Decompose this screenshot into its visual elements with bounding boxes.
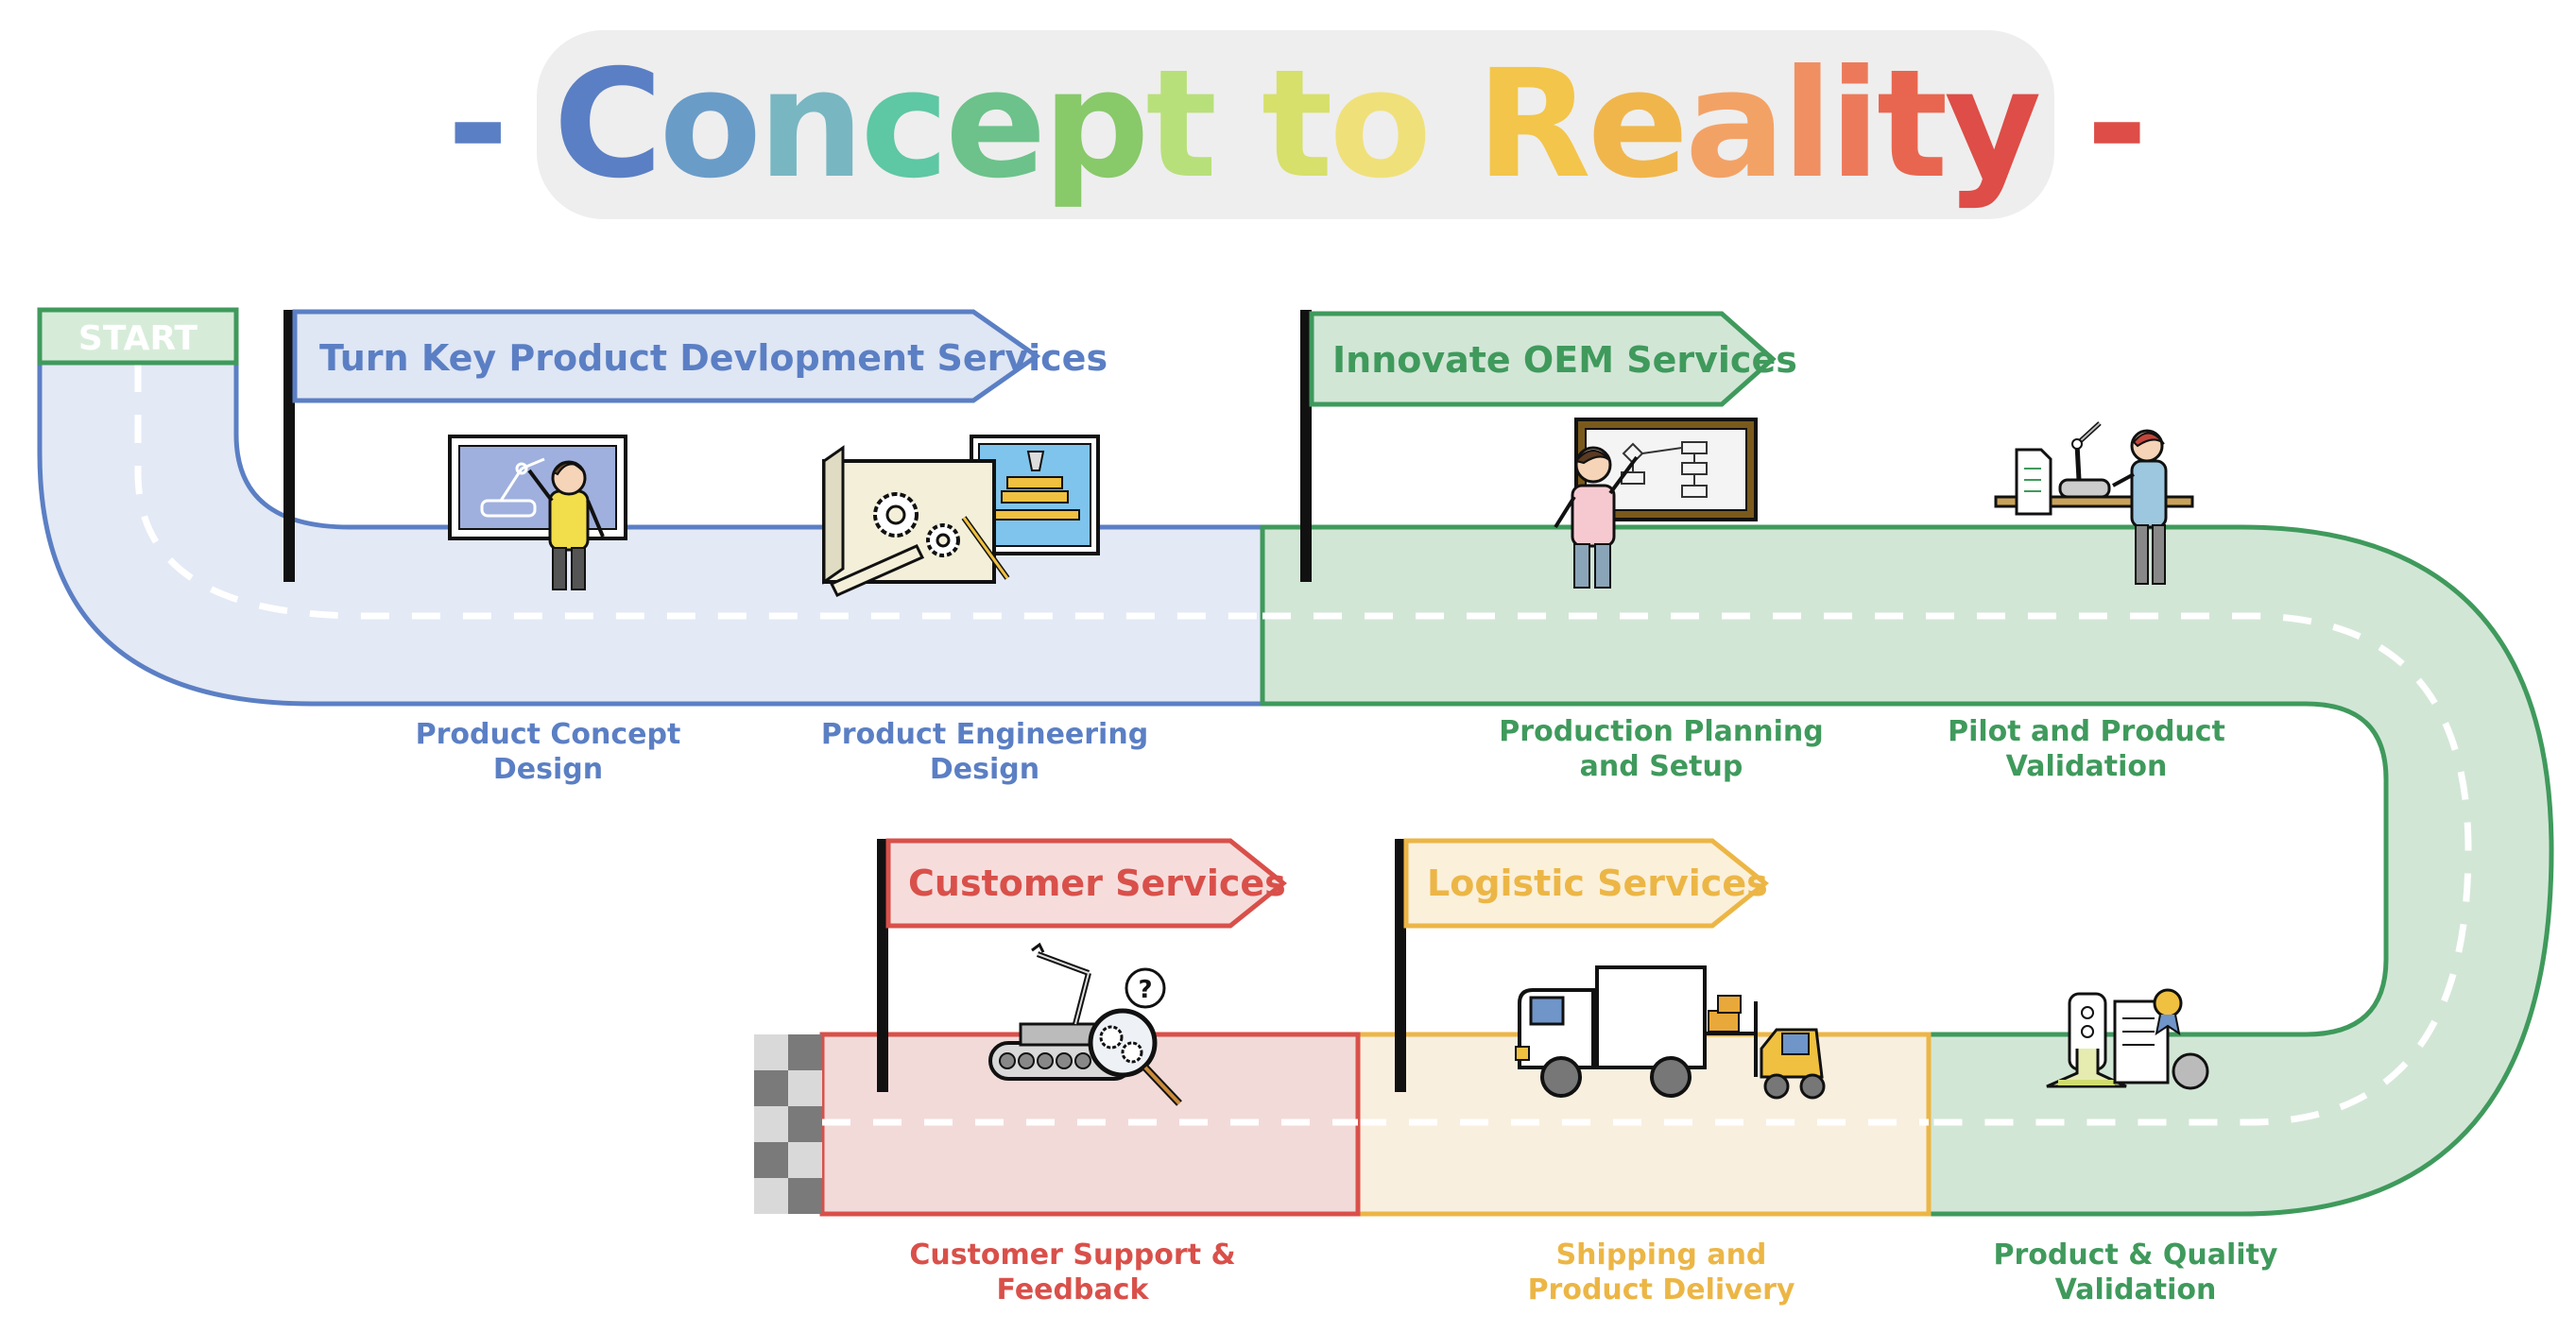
stage-label-line: and Setup [1580,750,1743,783]
title-letter: t [1262,38,1330,212]
stage-label-line: Validation [2055,1273,2217,1306]
title-letter: n [758,38,860,212]
stage-label-line: Product Concept [416,718,681,751]
stage-label-product-engineering: Product Engineering Design [821,718,1148,786]
flag-logistic: Logistic Services [1395,838,1769,1092]
quality-validation-illustration-icon [2046,988,2209,1090]
flag-oem-label: Innovate OEM Services [1332,339,1797,381]
checker-square [754,1034,788,1070]
checker-square [788,1142,822,1178]
stage-label-line: Product Engineering [821,718,1148,751]
title-letter: o [1330,38,1429,212]
title-letter: t [1877,38,1945,212]
start-label: START [78,319,198,358]
svg-text:?: ? [1138,976,1152,1004]
stage-label-line: Feedback [997,1273,1150,1306]
flag-oem: Innovate OEM Services [1300,310,1797,582]
title-letter: c [861,38,946,212]
logistics-truck-illustration-icon [1515,965,1826,1100]
page-title: - Concept to Reality - [447,38,2144,212]
title-letter: y [1944,38,2039,212]
title-letter [1213,38,1262,212]
stage-label-production-planning: Production Planning and Setup [1499,715,1823,783]
stage-label-line: Customer Support & [909,1238,1235,1272]
stage-label-line: Design [493,753,603,786]
title-letter: a [1685,38,1782,212]
checker-square [788,1178,822,1214]
checker-square [754,1178,788,1214]
checker-square [788,1106,822,1142]
checker-square [788,1070,822,1106]
title-letter: o [659,38,758,212]
title-letter: e [1588,38,1685,212]
flag-logistic-label: Logistic Services [1427,862,1768,904]
stage-label-quality-validation: Product & Quality Validation [1994,1238,2278,1306]
checker-square [754,1070,788,1106]
stage-label-customer-support: Customer Support & Feedback [909,1238,1235,1306]
flag-customer-label: Customer Services [908,862,1286,904]
stage-label-line: Product & Quality [1994,1238,2278,1272]
stage-label-line: Production Planning [1499,715,1823,748]
title-dash-right: - [2037,38,2144,212]
title-dash-left: - [447,38,554,212]
stage-label-product-concept: Product Concept Design [416,718,681,786]
title-banner: - Concept to Reality - [447,30,2148,219]
customer-support-illustration-icon: ? [988,942,1182,1106]
stage-label-pilot-validation: Pilot and Product Validation [1948,715,2225,783]
stage-label-line: Pilot and Product [1948,715,2225,748]
stage-label-line: Validation [2006,750,2168,783]
title-letter: t [1145,38,1213,212]
stage-label-line: Shipping and [1556,1238,1767,1272]
title-letter: R [1476,38,1589,212]
title-letter: e [945,38,1042,212]
title-letter: l [1782,38,1829,212]
title-letter: i [1829,38,1877,212]
checker-square [754,1106,788,1142]
finish-checkered-flag [754,1034,822,1214]
stage-label-line: Product Delivery [1528,1273,1795,1306]
road-blue-section [37,307,1265,707]
stage-label-shipping: Shipping and Product Delivery [1528,1238,1795,1306]
stage-label-line: Design [930,753,1039,786]
checker-square [754,1142,788,1178]
flag-turnkey-label: Turn Key Product Devlopment Services [319,337,1108,379]
title-letter [1428,38,1476,212]
start-marker: START [37,307,239,366]
concept-design-illustration-icon [448,435,627,590]
title-letter: C [554,38,660,212]
production-planning-illustration-icon [1554,418,1758,589]
engineering-design-illustration-icon [822,435,1100,597]
title-letter: p [1042,38,1145,212]
pilot-validation-illustration-icon [1994,421,2194,585]
checker-square [788,1034,822,1070]
road-green-section [1260,524,2554,1217]
flag-turnkey: Turn Key Product Devlopment Services [283,309,1108,582]
flag-customer: Customer Services [877,838,1287,1092]
